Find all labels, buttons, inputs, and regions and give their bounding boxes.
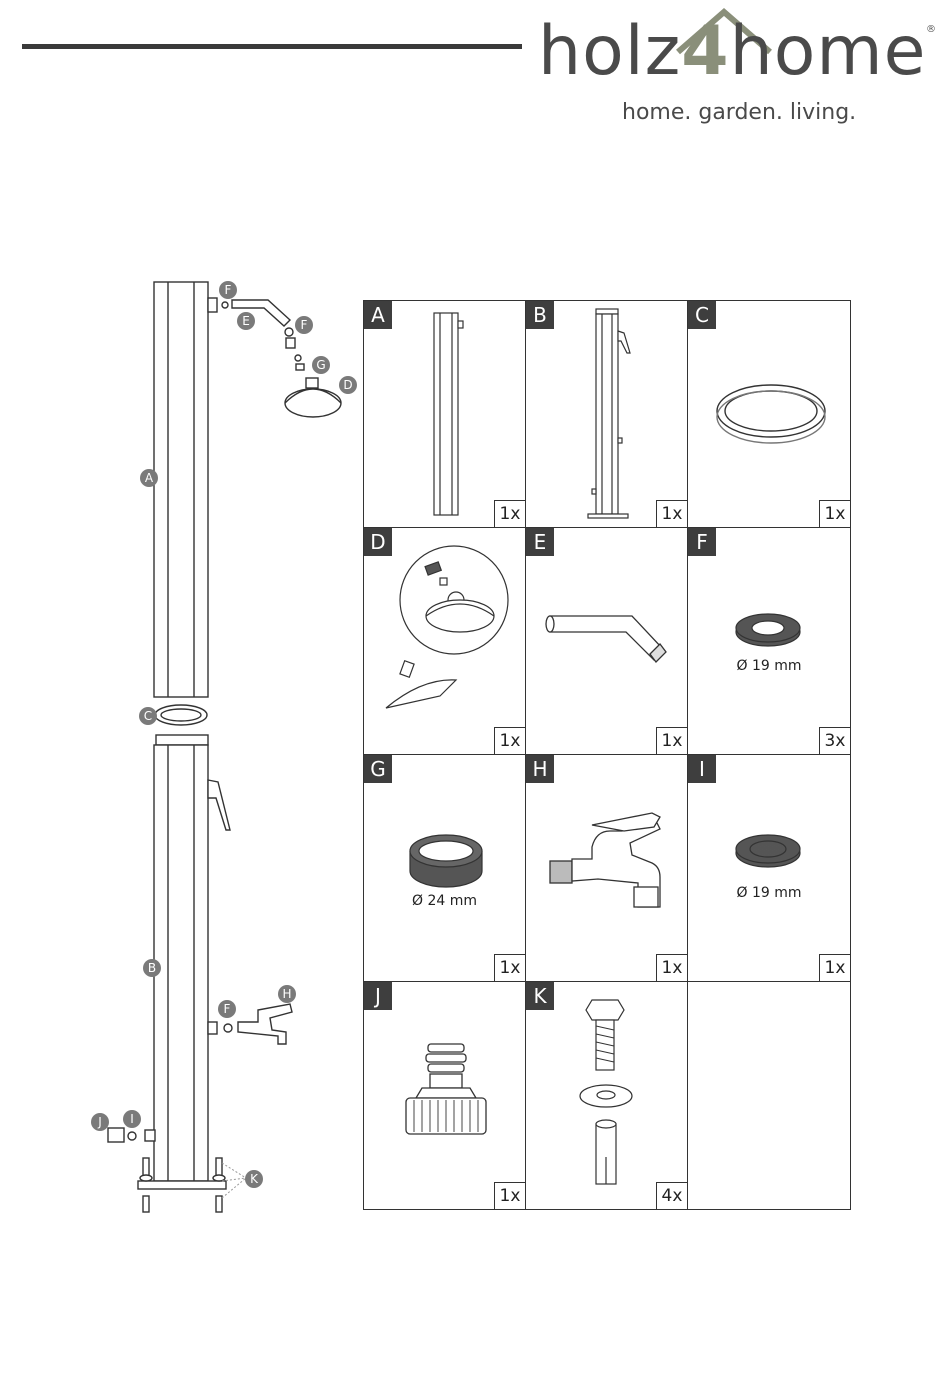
part-letter: D (364, 528, 392, 556)
label-k: K (250, 1172, 259, 1186)
brand-word-2: 4 (681, 12, 729, 91)
label-j: J (97, 1115, 102, 1129)
hose-connector-drawing (108, 1128, 124, 1142)
assembly-diagram: F E F G D A C B F H I J K (0, 270, 360, 1230)
label-f1: F (225, 283, 232, 297)
label-c: C (144, 709, 152, 723)
part-letter: H (526, 755, 554, 783)
part-cell-c: C 1x (688, 301, 850, 528)
brand-logo: holz4home ® home. garden. living. (538, 8, 938, 128)
part-cell-a: A 1x (364, 301, 526, 528)
brand-wordmark: holz4home (538, 18, 926, 86)
part-size-note: Ø 19 mm (688, 885, 850, 901)
part-letter: F (688, 528, 716, 556)
label-i: I (130, 1112, 134, 1126)
brand-word-3: home (730, 12, 927, 91)
brand-tagline: home. garden. living. (622, 100, 856, 125)
registered-mark: ® (926, 24, 936, 35)
bolt-washer-anchor-icon (526, 982, 688, 1209)
part-letter: C (688, 301, 716, 329)
parts-grid: A 1x B 1x C 1x (363, 300, 851, 1210)
part-cell-empty (688, 982, 850, 1209)
part-cell-k: K 4x (526, 982, 688, 1209)
thick-gasket-icon (364, 755, 526, 982)
part-letter: B (526, 301, 554, 329)
part-cell-g: Ø 24 mm G 1x (364, 755, 526, 982)
part-quantity: 4x (656, 1182, 687, 1209)
gasket-icon (688, 528, 850, 755)
part-letter: A (364, 301, 392, 329)
part-quantity: 1x (656, 500, 687, 527)
part-quantity: 1x (494, 954, 525, 981)
part-quantity: 1x (494, 500, 525, 527)
part-letter: J (364, 982, 392, 1010)
label-d: D (343, 378, 352, 392)
label-f3: F (224, 1002, 231, 1016)
hose-connector-icon (364, 982, 526, 1209)
part-quantity: 1x (819, 500, 850, 527)
part-cell-e: E 1x (526, 528, 688, 755)
tap-drawing (238, 1004, 292, 1044)
label-f2: F (301, 318, 308, 332)
shower-head-icon (364, 528, 526, 755)
label-g: G (316, 358, 325, 372)
label-b: B (148, 961, 156, 975)
filter-gasket-icon (688, 755, 850, 982)
part-cell-h: H 1x (526, 755, 688, 982)
shower-arm-icon (526, 528, 688, 755)
part-letter: I (688, 755, 716, 783)
label-a: A (145, 471, 154, 485)
part-cell-j: J 1x (364, 982, 526, 1209)
part-size-note: Ø 24 mm (364, 893, 525, 909)
part-cell-b: B 1x (526, 301, 688, 528)
part-quantity: 1x (656, 954, 687, 981)
part-quantity: 1x (819, 954, 850, 981)
part-quantity: 1x (656, 727, 687, 754)
post-b-drawing (154, 745, 208, 1181)
post-with-base-icon (526, 301, 688, 528)
label-e: E (242, 314, 250, 328)
part-cell-f: Ø 19 mm F 3x (688, 528, 850, 755)
header-rule (22, 44, 522, 49)
part-letter: K (526, 982, 554, 1010)
tap-icon (526, 755, 688, 982)
o-ring-icon (688, 301, 850, 528)
post-a-drawing (154, 282, 208, 697)
part-letter: E (526, 528, 554, 556)
part-cell-d: D 1x (364, 528, 526, 755)
part-quantity: 1x (494, 727, 525, 754)
part-size-note: Ø 19 mm (688, 658, 850, 674)
part-letter: G (364, 755, 392, 783)
label-h: H (282, 987, 291, 1001)
part-cell-i: Ø 19 mm I 1x (688, 755, 850, 982)
part-quantity: 3x (819, 727, 850, 754)
tall-post-icon (364, 301, 526, 528)
brand-word-1: holz (538, 12, 681, 91)
part-quantity: 1x (494, 1182, 525, 1209)
